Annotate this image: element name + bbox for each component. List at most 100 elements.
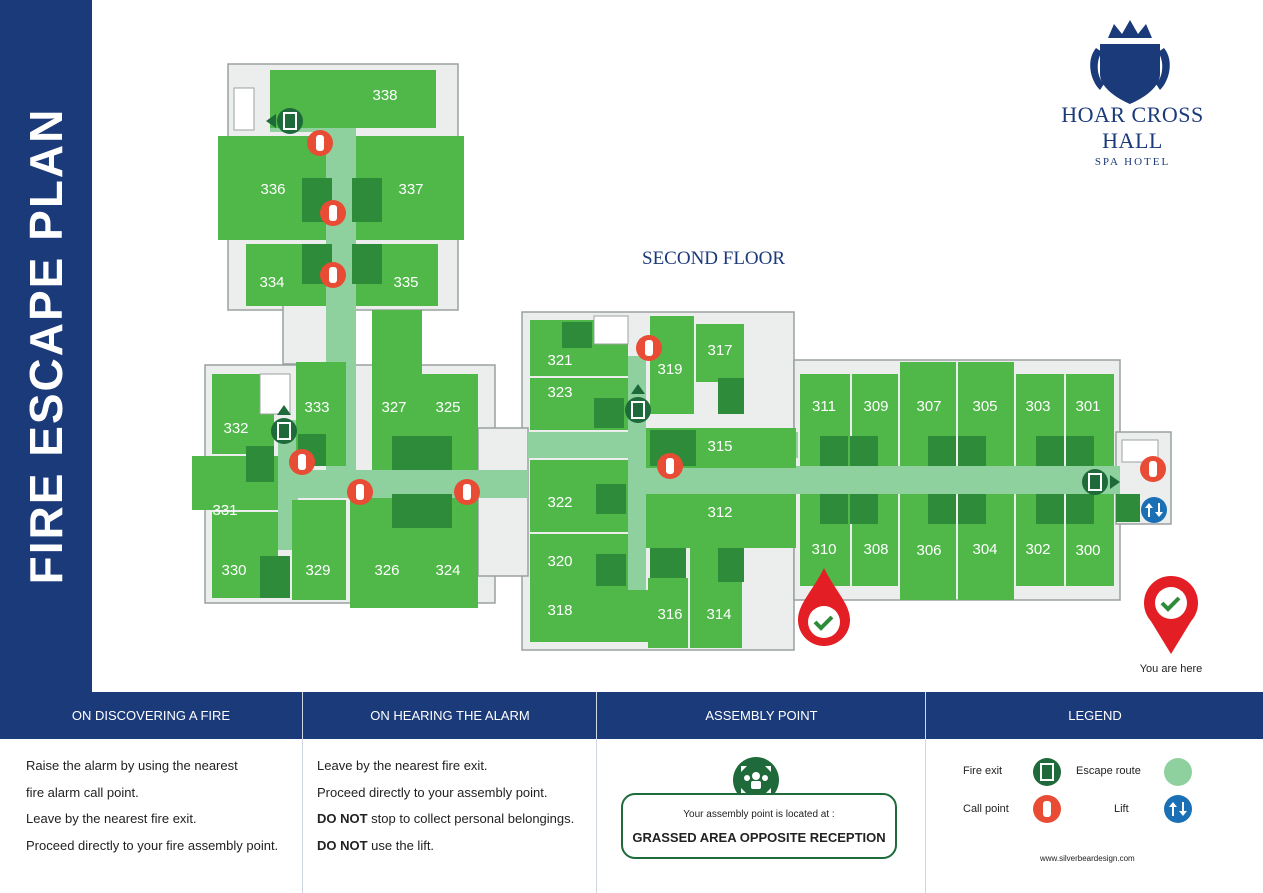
alarm-line: DO NOT use the lift. (317, 833, 597, 860)
assembly-heading: ASSEMBLY POINT (597, 692, 926, 739)
alarm-body: Leave by the nearest fire exit. Proceed … (303, 739, 597, 859)
room-322: 322 (547, 494, 572, 511)
fire-exit-icon (1033, 758, 1061, 786)
room-321: 321 (547, 352, 572, 369)
sidebar: FIRE ESCAPE PLAN (0, 0, 92, 692)
legend-fire-exit-label: Fire exit (963, 765, 1003, 777)
alarm-panel: ON HEARING THE ALARM Leave by the neares… (302, 692, 597, 893)
call-points (289, 130, 1166, 505)
assembly-panel: ASSEMBLY POINT Your assembly point is lo… (596, 692, 926, 893)
room-308: 308 (863, 541, 888, 558)
discovering-body: Raise the alarm by using the nearest fir… (0, 739, 302, 859)
room-333: 333 (304, 399, 329, 416)
legend-panel: LEGEND Fire exit Escape route Call point… (925, 692, 1263, 893)
call-point-icon (1033, 795, 1061, 823)
discovering-line: Raise the alarm by using the nearest (26, 758, 238, 773)
room-338: 338 (372, 87, 397, 104)
discovering-line: Proceed directly to your fire assembly p… (26, 837, 279, 853)
assembly-location-box: Your assembly point is located at : GRAS… (621, 793, 897, 859)
room-306: 306 (916, 542, 941, 559)
room-330: 330 (221, 562, 246, 579)
legend-call-point-label: Call point (963, 803, 1009, 815)
room-314: 314 (706, 606, 731, 623)
call-point-icon (347, 479, 373, 505)
fire-exit-icon (266, 108, 303, 134)
room-304: 304 (972, 541, 997, 558)
call-point-icon (289, 449, 315, 475)
fire-exit-icon (1082, 469, 1120, 495)
room-323: 323 (547, 384, 572, 401)
room-337: 337 (398, 181, 423, 198)
escape-route-swatch (1164, 758, 1192, 786)
room-311: 311 (812, 398, 836, 415)
room-numbers: 338 336 337 334 335 333 332 331 330 329 … (212, 87, 1100, 623)
alarm-line: Proceed directly to your assembly point. (317, 784, 548, 800)
room-336: 336 (260, 181, 285, 198)
fire-exits (266, 108, 1120, 495)
you-are-here-label: You are here (1139, 663, 1203, 675)
room-327: 327 (381, 399, 406, 416)
alarm-warning: DO NOT (317, 811, 368, 826)
alarm-line-text: stop to collect personal belongings. (367, 811, 575, 826)
room-326: 326 (374, 562, 399, 579)
ensuites (246, 178, 1140, 598)
alarm-heading: ON HEARING THE ALARM (303, 692, 597, 739)
room-334: 334 (259, 274, 284, 291)
assembly-pin-icon (798, 568, 850, 646)
floor-title: SECOND FLOOR (642, 248, 786, 269)
room-301: 301 (1075, 398, 1100, 415)
logo-subtitle: SPA HOTEL (1094, 156, 1171, 168)
room-324: 324 (435, 562, 460, 579)
discovering-heading: ON DISCOVERING A FIRE (0, 692, 302, 739)
legend-heading: LEGEND (926, 692, 1263, 739)
room-316: 316 (657, 606, 682, 623)
room-315: 315 (707, 438, 732, 455)
call-point-icon (657, 453, 683, 479)
lift-icon (1164, 795, 1192, 823)
room-329: 329 (305, 562, 330, 579)
call-point-icon (1140, 456, 1166, 482)
rooms (192, 70, 1114, 648)
room-302: 302 (1025, 541, 1050, 558)
room-319: 319 (657, 361, 682, 378)
discovering-panel: ON DISCOVERING A FIRE Raise the alarm by… (0, 692, 302, 893)
discovering-line: Leave by the nearest fire exit. (26, 811, 197, 826)
designer-credit: www.silverbeardesign.com (1040, 854, 1135, 863)
assembly-located-text: Your assembly point is located at : (683, 809, 835, 820)
lift-icon (1141, 497, 1167, 523)
alarm-line-text: use the lift. (367, 837, 435, 853)
call-point-icon (454, 479, 480, 505)
room-305: 305 (972, 398, 997, 415)
room-303: 303 (1025, 398, 1050, 415)
room-320: 320 (547, 553, 572, 570)
call-point-icon (636, 335, 662, 361)
room-331: 331 (212, 502, 237, 519)
room-309: 309 (863, 398, 888, 415)
room-307: 307 (916, 398, 941, 415)
room-332: 332 (223, 420, 248, 437)
room-300: 300 (1075, 542, 1100, 559)
legend-escape-route-label: Escape route (1076, 765, 1141, 777)
alarm-warning: DO NOT (317, 837, 368, 853)
room-335: 335 (393, 274, 418, 291)
hotel-logo: HOAR CROSS HALL SPA HOTEL (1030, 26, 1235, 168)
fire-exit-icon (625, 384, 651, 423)
room-310: 310 (811, 541, 836, 558)
room-325: 325 (435, 399, 460, 416)
logo-name: HOAR CROSS HALL (1061, 102, 1204, 153)
logo-crest-icon (1090, 20, 1170, 104)
call-point-icon (307, 130, 333, 156)
alarm-line: Leave by the nearest fire exit. (317, 758, 488, 773)
legend-lift-label: Lift (1114, 803, 1129, 815)
stairs (233, 87, 1159, 463)
info-panels: ON DISCOVERING A FIRE Raise the alarm by… (0, 692, 1263, 893)
room-312: 312 (707, 504, 732, 521)
floor-plan: 338 336 337 334 335 333 332 331 330 329 … (192, 20, 1198, 654)
assembly-location: GRASSED AREA OPPOSITE RECEPTION (632, 830, 886, 845)
fire-exit-icon (271, 405, 297, 444)
alarm-line: DO NOT stop to collect personal belongin… (317, 806, 597, 833)
call-point-icon (320, 262, 346, 288)
call-point-icon (320, 200, 346, 226)
room-318: 318 (547, 602, 572, 619)
you-are-here-pin-icon (1144, 576, 1198, 654)
